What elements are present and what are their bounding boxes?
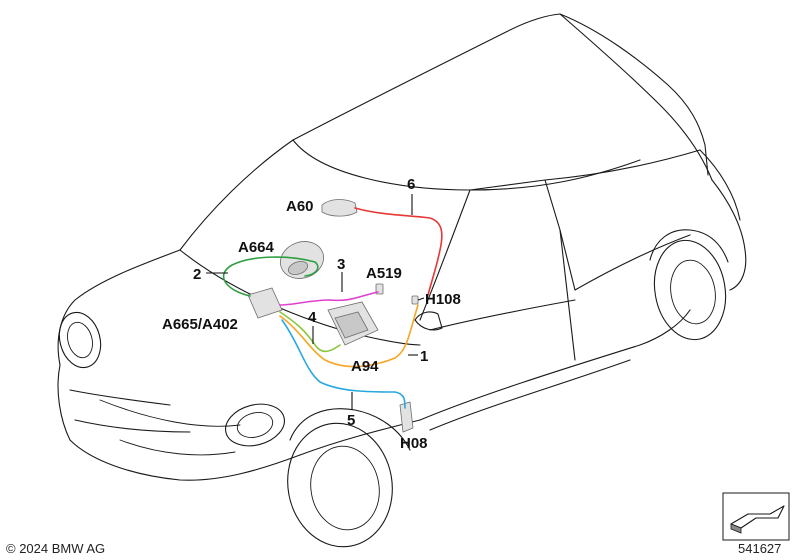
wire-4 bbox=[279, 311, 341, 353]
direction-symbol bbox=[722, 492, 790, 541]
label-number-6: 6 bbox=[407, 176, 415, 193]
label-a665-a402: A665/A402 bbox=[162, 316, 238, 333]
callout-labels: A60 A664 A519 H108 A665/A402 A94 H08 6 2… bbox=[162, 176, 461, 452]
label-number-1: 1 bbox=[420, 348, 428, 365]
label-a664: A664 bbox=[238, 239, 275, 256]
label-a60: A60 bbox=[286, 198, 314, 215]
car-outline bbox=[57, 13, 747, 548]
wire-3 bbox=[279, 291, 379, 306]
label-h08: H08 bbox=[400, 435, 428, 452]
components bbox=[247, 199, 419, 433]
label-number-2: 2 bbox=[193, 266, 201, 283]
copyright-text: © 2024 BMW AG bbox=[6, 541, 105, 556]
label-h108: H108 bbox=[425, 291, 461, 308]
label-a94: A94 bbox=[351, 358, 379, 375]
diagram-number: 541627 bbox=[738, 541, 781, 556]
wire-1 bbox=[279, 304, 419, 368]
label-a519: A519 bbox=[366, 265, 402, 282]
wire-5 bbox=[281, 319, 406, 409]
label-number-4: 4 bbox=[308, 309, 317, 326]
label-number-5: 5 bbox=[347, 412, 355, 429]
wire-2 bbox=[222, 256, 319, 297]
wire-6 bbox=[354, 207, 443, 296]
leader-lines bbox=[206, 194, 425, 410]
label-number-3: 3 bbox=[337, 256, 345, 273]
wires bbox=[222, 207, 443, 409]
